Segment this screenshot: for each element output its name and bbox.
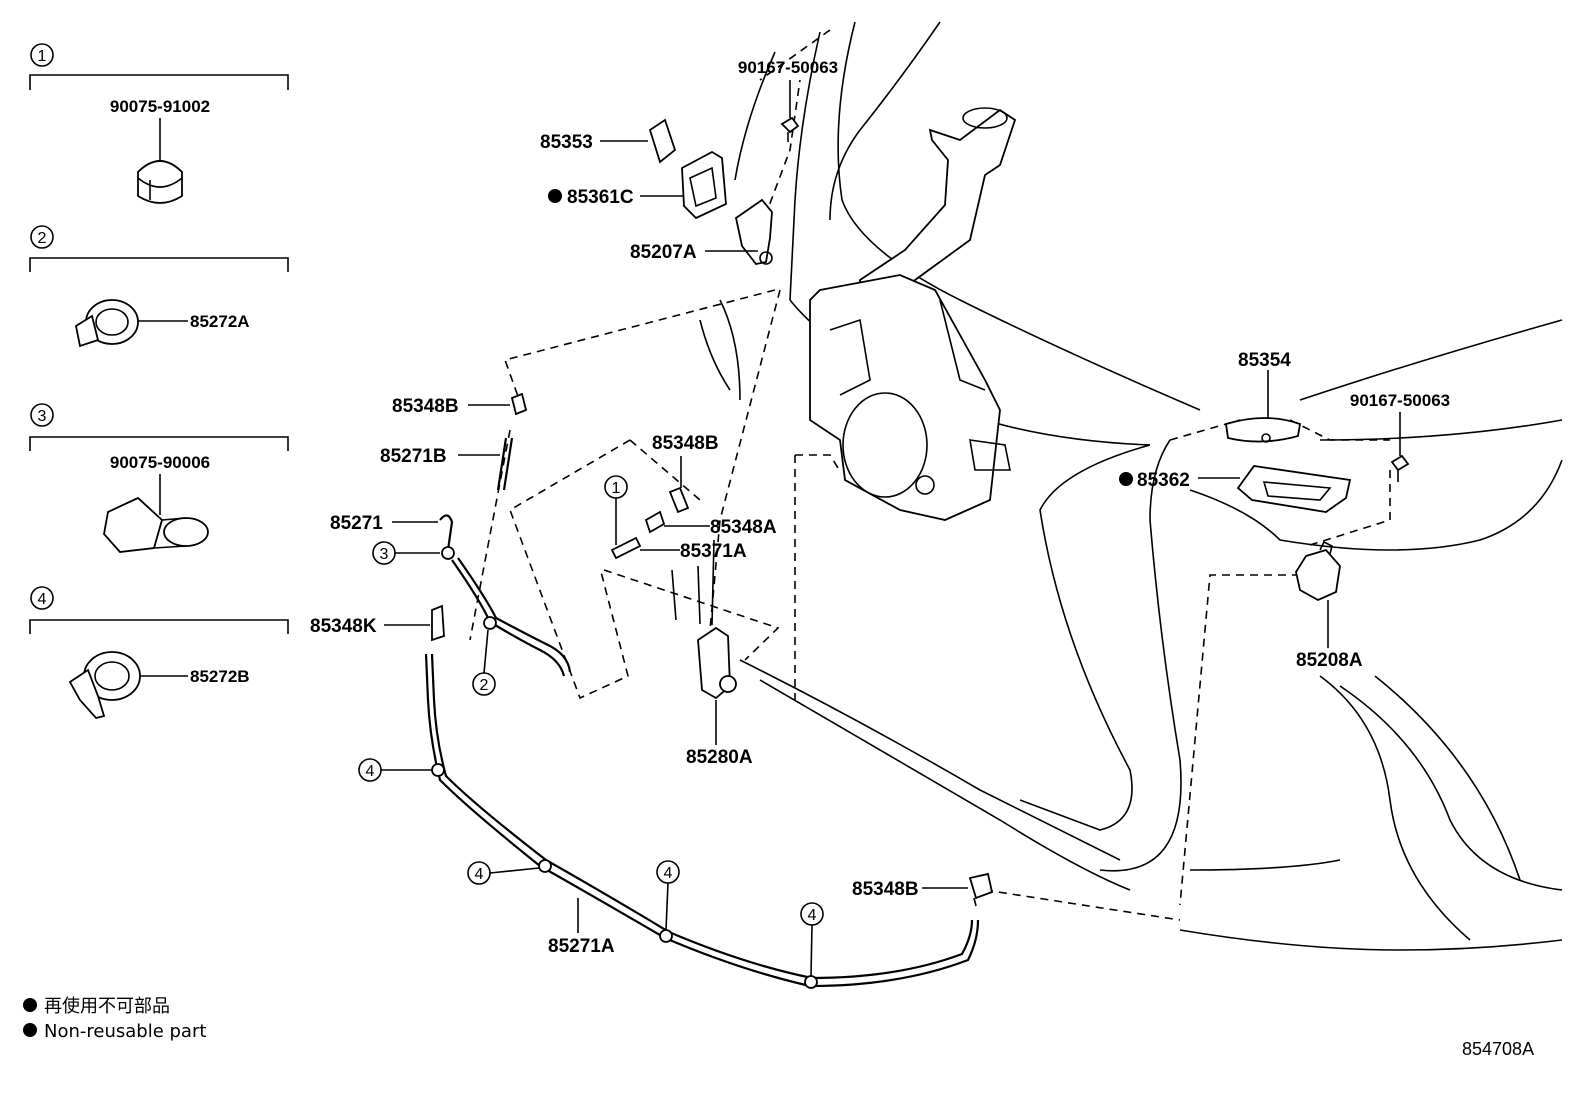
legend-bracket (29, 619, 289, 634)
part-label: 85348B (652, 433, 719, 454)
clip-callout-4a: 4 (358, 758, 445, 782)
joint-85348b-mid: 85348B (652, 433, 719, 514)
part-label: 85271B (380, 446, 447, 467)
part-label: 85362 (1137, 470, 1190, 491)
part-label: 85271A (548, 936, 615, 957)
part-label: 85348A (710, 517, 777, 538)
legend-bracket (29, 257, 289, 272)
joint-85348b-left: 85348B (392, 392, 528, 417)
legend-num-circle (30, 43, 54, 67)
legend-num-circle (30, 225, 54, 249)
clip-band-icon (137, 160, 183, 204)
callout-num: 4 (664, 865, 673, 882)
part-label: 85207A (630, 242, 697, 263)
clip-callout-4d: 4 (800, 902, 824, 989)
part-label: 85208A (1296, 650, 1363, 671)
part-label: 85280A (686, 747, 753, 768)
legend-num-circle (30, 586, 54, 610)
leader-line (489, 867, 540, 874)
legend-bracket (29, 436, 289, 451)
hose-clamp-icon (74, 299, 139, 348)
callout-num: 2 (480, 677, 489, 694)
legend-part-code: 90075-91002 (110, 97, 210, 116)
hose-85271: 85271 (330, 513, 572, 677)
legend-num: 4 (38, 591, 47, 608)
clip-callout-3: 3 (372, 541, 455, 565)
non-reusable-dot (23, 1023, 37, 1037)
cover-85354: 85354 (1224, 350, 1302, 443)
hose-85271b: 85271B (380, 437, 514, 491)
washer-tank (809, 107, 1017, 521)
part-label: 85353 (540, 132, 593, 153)
part-label: 90167-50063 (1350, 391, 1450, 410)
valve-85207a: 85207A (630, 198, 773, 265)
callout-num: 4 (366, 763, 375, 780)
leader-line (810, 924, 813, 977)
nozzle-85361c: 85361C (548, 150, 727, 220)
non-reusable-dot (1119, 472, 1133, 486)
bolt-top: 90167-50063 (738, 58, 838, 142)
clip-callout-4c: 4 (656, 860, 680, 943)
hose-clamp-icon (68, 651, 141, 720)
legend-clip-3: 3 90075-90006 (29, 403, 289, 553)
nozzle-85362: 85362 (1119, 465, 1352, 513)
legend-bracket (29, 74, 289, 90)
callout-num: 4 (808, 907, 817, 924)
clip-callout-2: 2 (472, 616, 497, 696)
non-reusable-dot (548, 189, 562, 203)
cap-85353: 85353 (540, 118, 677, 164)
clip-holder-icon (103, 496, 209, 553)
footnote-jp: 再使用不可部品 (44, 996, 170, 1017)
filler-neck (859, 108, 1017, 301)
tank-pump-seat (842, 392, 928, 498)
leader-line (483, 629, 489, 674)
legend-part-code: 85272A (190, 312, 250, 331)
legend-num: 2 (38, 230, 47, 247)
legend-num-circle (30, 403, 54, 427)
valve-85208a: 85208A (1295, 540, 1363, 671)
part-label: 85271 (330, 513, 383, 534)
part-label: 90167-50063 (738, 58, 838, 77)
footnote: 再使用不可部品 Non-reusable part (23, 996, 206, 1042)
legend-part-code: 85272B (190, 667, 250, 686)
footnote-en: Non-reusable part (44, 1021, 206, 1042)
clip-callout-4b: 4 (467, 859, 552, 885)
joint-85348b-bottom: 85348B (852, 872, 994, 907)
diagram-code: 854708A (1462, 1039, 1534, 1059)
legend-num: 1 (38, 48, 47, 65)
filler-cap (962, 107, 1008, 129)
leader-line (665, 882, 669, 931)
legend-clip-2: 2 85272A (29, 225, 289, 348)
part-label: 85354 (1238, 350, 1291, 371)
callout-num: 3 (380, 546, 389, 563)
pump-85280a: 85280A (671, 539, 753, 768)
vehicle-body-outline (699, 21, 1563, 951)
legend-clip-4: 4 85272B (29, 586, 289, 720)
part-label: 85348B (852, 879, 919, 900)
hose-85271a: 85271A (424, 653, 980, 988)
non-reusable-dot (23, 998, 37, 1012)
bolt-right: 90167-50063 (1350, 391, 1450, 482)
legend-num: 3 (38, 408, 47, 425)
callout-num: 1 (612, 480, 621, 497)
legend-part-code: 90075-90006 (110, 453, 210, 472)
joint-85348a: 85348A (644, 510, 777, 538)
part-label: 85361C (567, 187, 634, 208)
part-label: 85348K (310, 616, 377, 637)
callout-num: 4 (475, 866, 484, 883)
dashed-guides (469, 29, 1391, 921)
part-label: 85348B (392, 396, 459, 417)
tank-body (809, 274, 1001, 521)
joint-85348k: 85348K (310, 604, 445, 642)
legend-clip-1: 1 90075-91002 (29, 43, 289, 204)
